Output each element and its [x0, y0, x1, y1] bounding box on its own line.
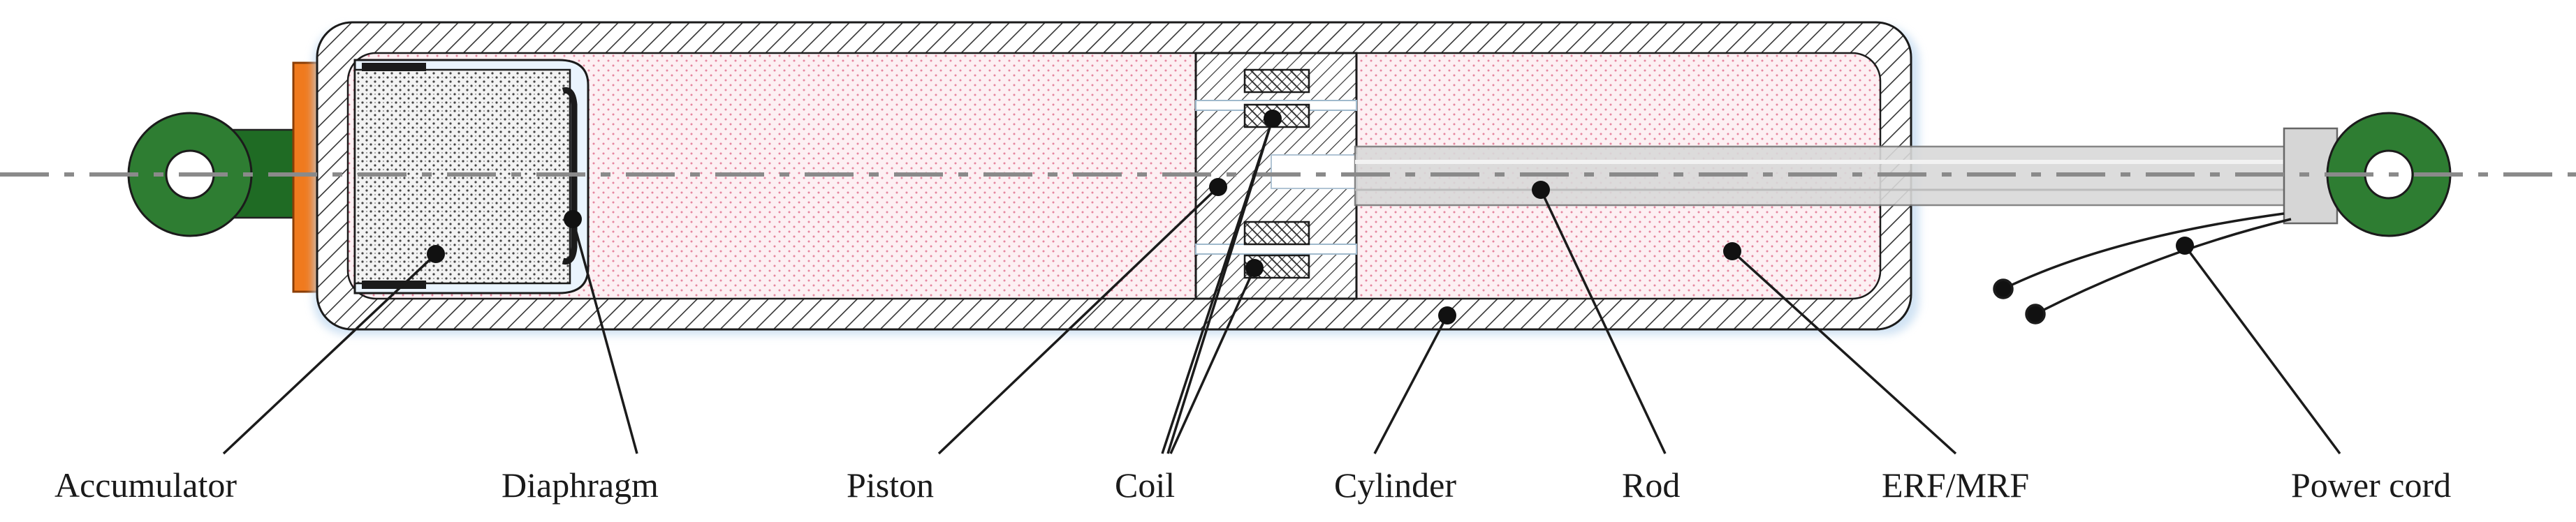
power-cord-end-1 [1993, 278, 2014, 299]
leader-cylinder [1373, 315, 1449, 454]
component-labels: Accumulator Diaphragm Piston Coil Cylind… [54, 465, 2451, 505]
label-power-cord: Power cord [2291, 465, 2451, 505]
power-cord-wire-2 [2035, 218, 2292, 315]
leader-accumulator [222, 253, 437, 455]
dot-accumulator [427, 245, 445, 263]
label-diaphragm: Diaphragm [502, 465, 659, 505]
leader-fluid [1731, 250, 1957, 455]
leader-piston [937, 186, 1220, 455]
label-piston: Piston [847, 465, 934, 505]
dot-diaphragm [564, 210, 582, 228]
label-fluid: ERF/MRF [1882, 465, 2029, 505]
power-cord-end-2 [2025, 304, 2046, 325]
coil-upper-outer [1243, 68, 1310, 94]
label-coil: Coil [1115, 465, 1175, 505]
dot-fluid [1723, 242, 1741, 260]
label-accumulator: Accumulator [54, 465, 237, 505]
power-cord-wire-1 [2003, 212, 2285, 290]
piston-assembly [1194, 52, 1358, 300]
leader-diaphragm [571, 218, 638, 454]
leader-rod [1539, 189, 1667, 454]
dot-rod [1532, 181, 1550, 199]
piston-rod-bore [1271, 154, 1357, 189]
label-cylinder: Cylinder [1334, 465, 1456, 505]
leader-coil-middle [1166, 118, 1274, 454]
power-cord-wires [1993, 212, 2292, 325]
piston-bottom-channel [1195, 244, 1357, 255]
leader-lines [222, 118, 2341, 455]
dot-piston [1209, 178, 1227, 196]
dot-coil-upper [1264, 110, 1282, 128]
leader-dots [427, 110, 2194, 325]
label-rod: Rod [1622, 465, 1680, 505]
dot-coil-lower [1245, 259, 1264, 277]
accumulator-top-clamp [362, 63, 426, 71]
leader-power-cord [2183, 244, 2341, 455]
leader-coil-lower [1169, 267, 1256, 454]
dot-power-cord [2176, 237, 2194, 255]
accumulator-bottom-clamp [362, 281, 426, 289]
dot-cylinder [1438, 306, 1456, 325]
coil-lower-inner [1243, 221, 1310, 246]
